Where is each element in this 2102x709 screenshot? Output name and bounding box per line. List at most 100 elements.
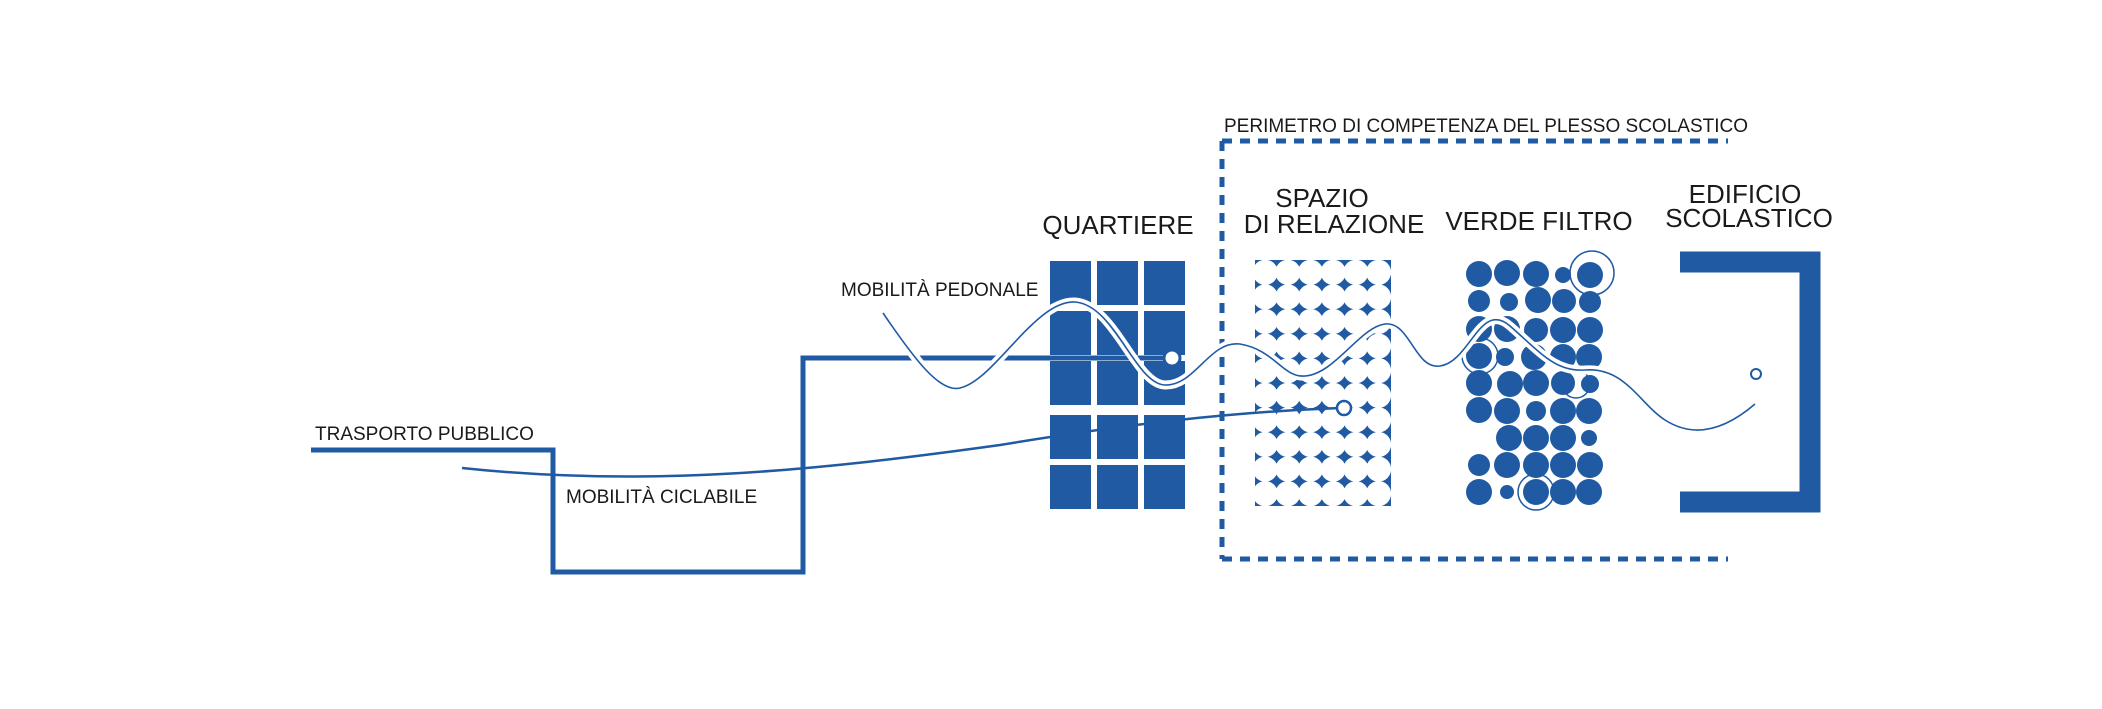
quartiere-block	[1144, 311, 1185, 355]
ciclabile-line	[461, 406, 1341, 478]
verde-dot	[1466, 343, 1492, 369]
spazio-dot	[1343, 456, 1369, 482]
spazio-dot	[1320, 259, 1346, 285]
spazio-dot	[1275, 456, 1301, 482]
spazio-dot	[1297, 284, 1324, 310]
spazio-dot	[1365, 407, 1392, 433]
spazio-dot	[1297, 481, 1324, 507]
spazio-dot	[1365, 431, 1392, 458]
spazio-dot	[1343, 358, 1369, 384]
spazio-dot	[1297, 259, 1324, 285]
ciclabile-end-node	[1335, 399, 1353, 417]
spazio-dot	[1252, 284, 1278, 310]
spazio-dot	[1252, 456, 1278, 482]
quartiere-block	[1144, 261, 1185, 305]
quartiere-block	[1144, 465, 1185, 509]
verde-dot	[1526, 401, 1546, 421]
quartiere-block	[1097, 415, 1138, 459]
verde-filtro-pattern	[1461, 250, 1615, 511]
spazio-dot	[1252, 259, 1278, 285]
trasporto-pubblico-line	[311, 355, 1163, 575]
verde-dot	[1577, 262, 1603, 288]
verde-dot	[1576, 344, 1602, 370]
verde-dot	[1497, 371, 1523, 397]
spazio-dot	[1297, 407, 1324, 433]
spazio-dot	[1365, 333, 1392, 359]
verde-dot	[1555, 267, 1571, 283]
spazio-dot	[1297, 382, 1324, 408]
verde-dot	[1576, 398, 1602, 424]
spazio-dot	[1343, 431, 1369, 458]
verde-dot	[1552, 289, 1576, 313]
verde-dot	[1550, 398, 1576, 424]
edificio-bracket	[1680, 251, 1821, 513]
verde-dot	[1550, 479, 1576, 505]
quartiere-block	[1097, 361, 1138, 405]
verde-label: VERDE FILTRO	[1445, 206, 1632, 236]
spazio-dot	[1343, 308, 1369, 335]
spazio-dot	[1275, 382, 1301, 408]
spazio-label-line2: DI RELAZIONE	[1244, 209, 1425, 239]
transit-stop-1	[1162, 348, 1182, 368]
quartiere-block	[1097, 465, 1138, 509]
spazio-dot	[1297, 431, 1324, 458]
pedonale-end-node	[1750, 368, 1762, 380]
quartiere-block	[1050, 311, 1091, 355]
verde-dot	[1579, 291, 1601, 313]
spazio-dot	[1365, 456, 1392, 482]
verde-dot	[1466, 397, 1492, 423]
spazio-dot	[1365, 358, 1392, 384]
verde-dot	[1550, 425, 1576, 451]
verde-accent-ring	[1569, 250, 1615, 296]
spazio-dot	[1343, 259, 1369, 285]
spazio-dot	[1365, 259, 1392, 285]
verde-dot	[1577, 317, 1603, 343]
spazio-dot	[1275, 284, 1301, 310]
spazio-dot	[1297, 456, 1324, 482]
pedonale-label: MOBILITÀ PEDONALE	[841, 280, 1038, 301]
spazio-dot	[1320, 431, 1346, 458]
verde-dot	[1577, 452, 1603, 478]
verde-dot	[1550, 317, 1576, 343]
perimeter-label: PERIMETRO DI COMPETENZA DEL PLESSO SCOLA…	[1224, 116, 1748, 137]
edificio-label-line2: SCOLASTICO	[1665, 203, 1833, 233]
spazio-dot	[1275, 407, 1301, 433]
spazio-dot	[1297, 308, 1324, 335]
verde-dot	[1581, 430, 1597, 446]
spazio-dot	[1343, 284, 1369, 310]
verde-dot	[1496, 425, 1522, 451]
pedonale-line	[882, 301, 1756, 431]
spazio-dot	[1343, 481, 1369, 507]
verde-dot	[1466, 479, 1492, 505]
spazio-dot	[1320, 456, 1346, 482]
spazio-dot	[1252, 358, 1278, 384]
verde-dot	[1466, 261, 1492, 287]
verde-dot	[1500, 485, 1514, 499]
quartiere-block	[1097, 261, 1138, 305]
spazio-dot	[1275, 431, 1301, 458]
spazio-dot	[1275, 308, 1301, 335]
spazio-dot	[1252, 431, 1278, 458]
spazio-dot	[1275, 259, 1301, 285]
ciclabile-label: MOBILITÀ CICLABILE	[566, 487, 757, 508]
verde-dot	[1524, 318, 1548, 342]
verde-dot	[1468, 290, 1490, 312]
spazio-relazione-pattern	[1252, 259, 1392, 507]
spazio-dot	[1320, 308, 1346, 335]
spazio-dot	[1365, 481, 1392, 507]
spazio-dot	[1297, 333, 1324, 359]
verde-dot	[1523, 452, 1549, 478]
edificio-label-line1: EDIFICIO	[1689, 179, 1802, 209]
perimeter-frame	[1219, 138, 1728, 562]
verde-dot	[1500, 293, 1518, 311]
verde-accent-ring	[1517, 473, 1555, 511]
verde-dot	[1523, 370, 1549, 396]
verde-dot	[1523, 425, 1549, 451]
spazio-label-line1: SPAZIO	[1275, 183, 1368, 213]
verde-dot	[1550, 452, 1576, 478]
verde-dot	[1494, 260, 1520, 286]
verde-dot	[1576, 479, 1602, 505]
spazio-dot	[1252, 382, 1278, 408]
spazio-dot	[1252, 308, 1278, 335]
